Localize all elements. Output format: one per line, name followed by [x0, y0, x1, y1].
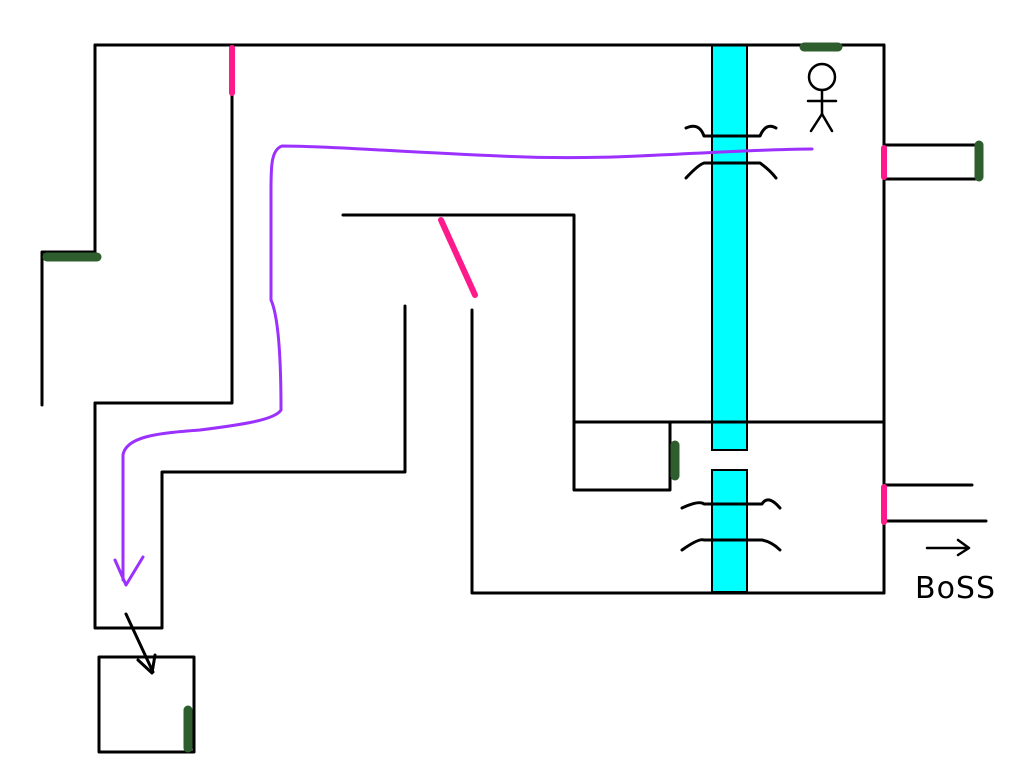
water-channel-lower	[711, 469, 748, 593]
bridges	[680, 124, 782, 552]
left-corridor-inner	[93, 43, 234, 405]
boss-label: BoSS	[915, 571, 996, 606]
center-upper-wall	[341, 213, 672, 492]
path-arrow-icon	[113, 555, 145, 587]
bridge-lower-top	[680, 498, 782, 510]
arrow-right-icon	[925, 538, 971, 557]
route-line	[121, 144, 814, 582]
treasure-arrow-icon	[124, 612, 157, 675]
pink-doors	[229, 45, 887, 525]
left-shaft	[93, 304, 407, 630]
left-ledge	[40, 250, 97, 407]
bridge-upper-bottom	[684, 161, 778, 180]
bridge-lower-bottom	[680, 538, 782, 552]
green-doors	[42, 42, 984, 753]
player-stick-figure-icon	[806, 62, 838, 133]
pink-door-diagonal	[438, 217, 478, 298]
boss-passage	[882, 483, 988, 523]
route-path	[113, 144, 814, 587]
center-lower-wall	[470, 308, 886, 595]
walls	[40, 43, 988, 754]
treasure-room	[97, 655, 196, 754]
water-channel-upper	[711, 44, 748, 451]
east-passage	[882, 143, 977, 181]
bridge-upper-top	[684, 124, 778, 138]
